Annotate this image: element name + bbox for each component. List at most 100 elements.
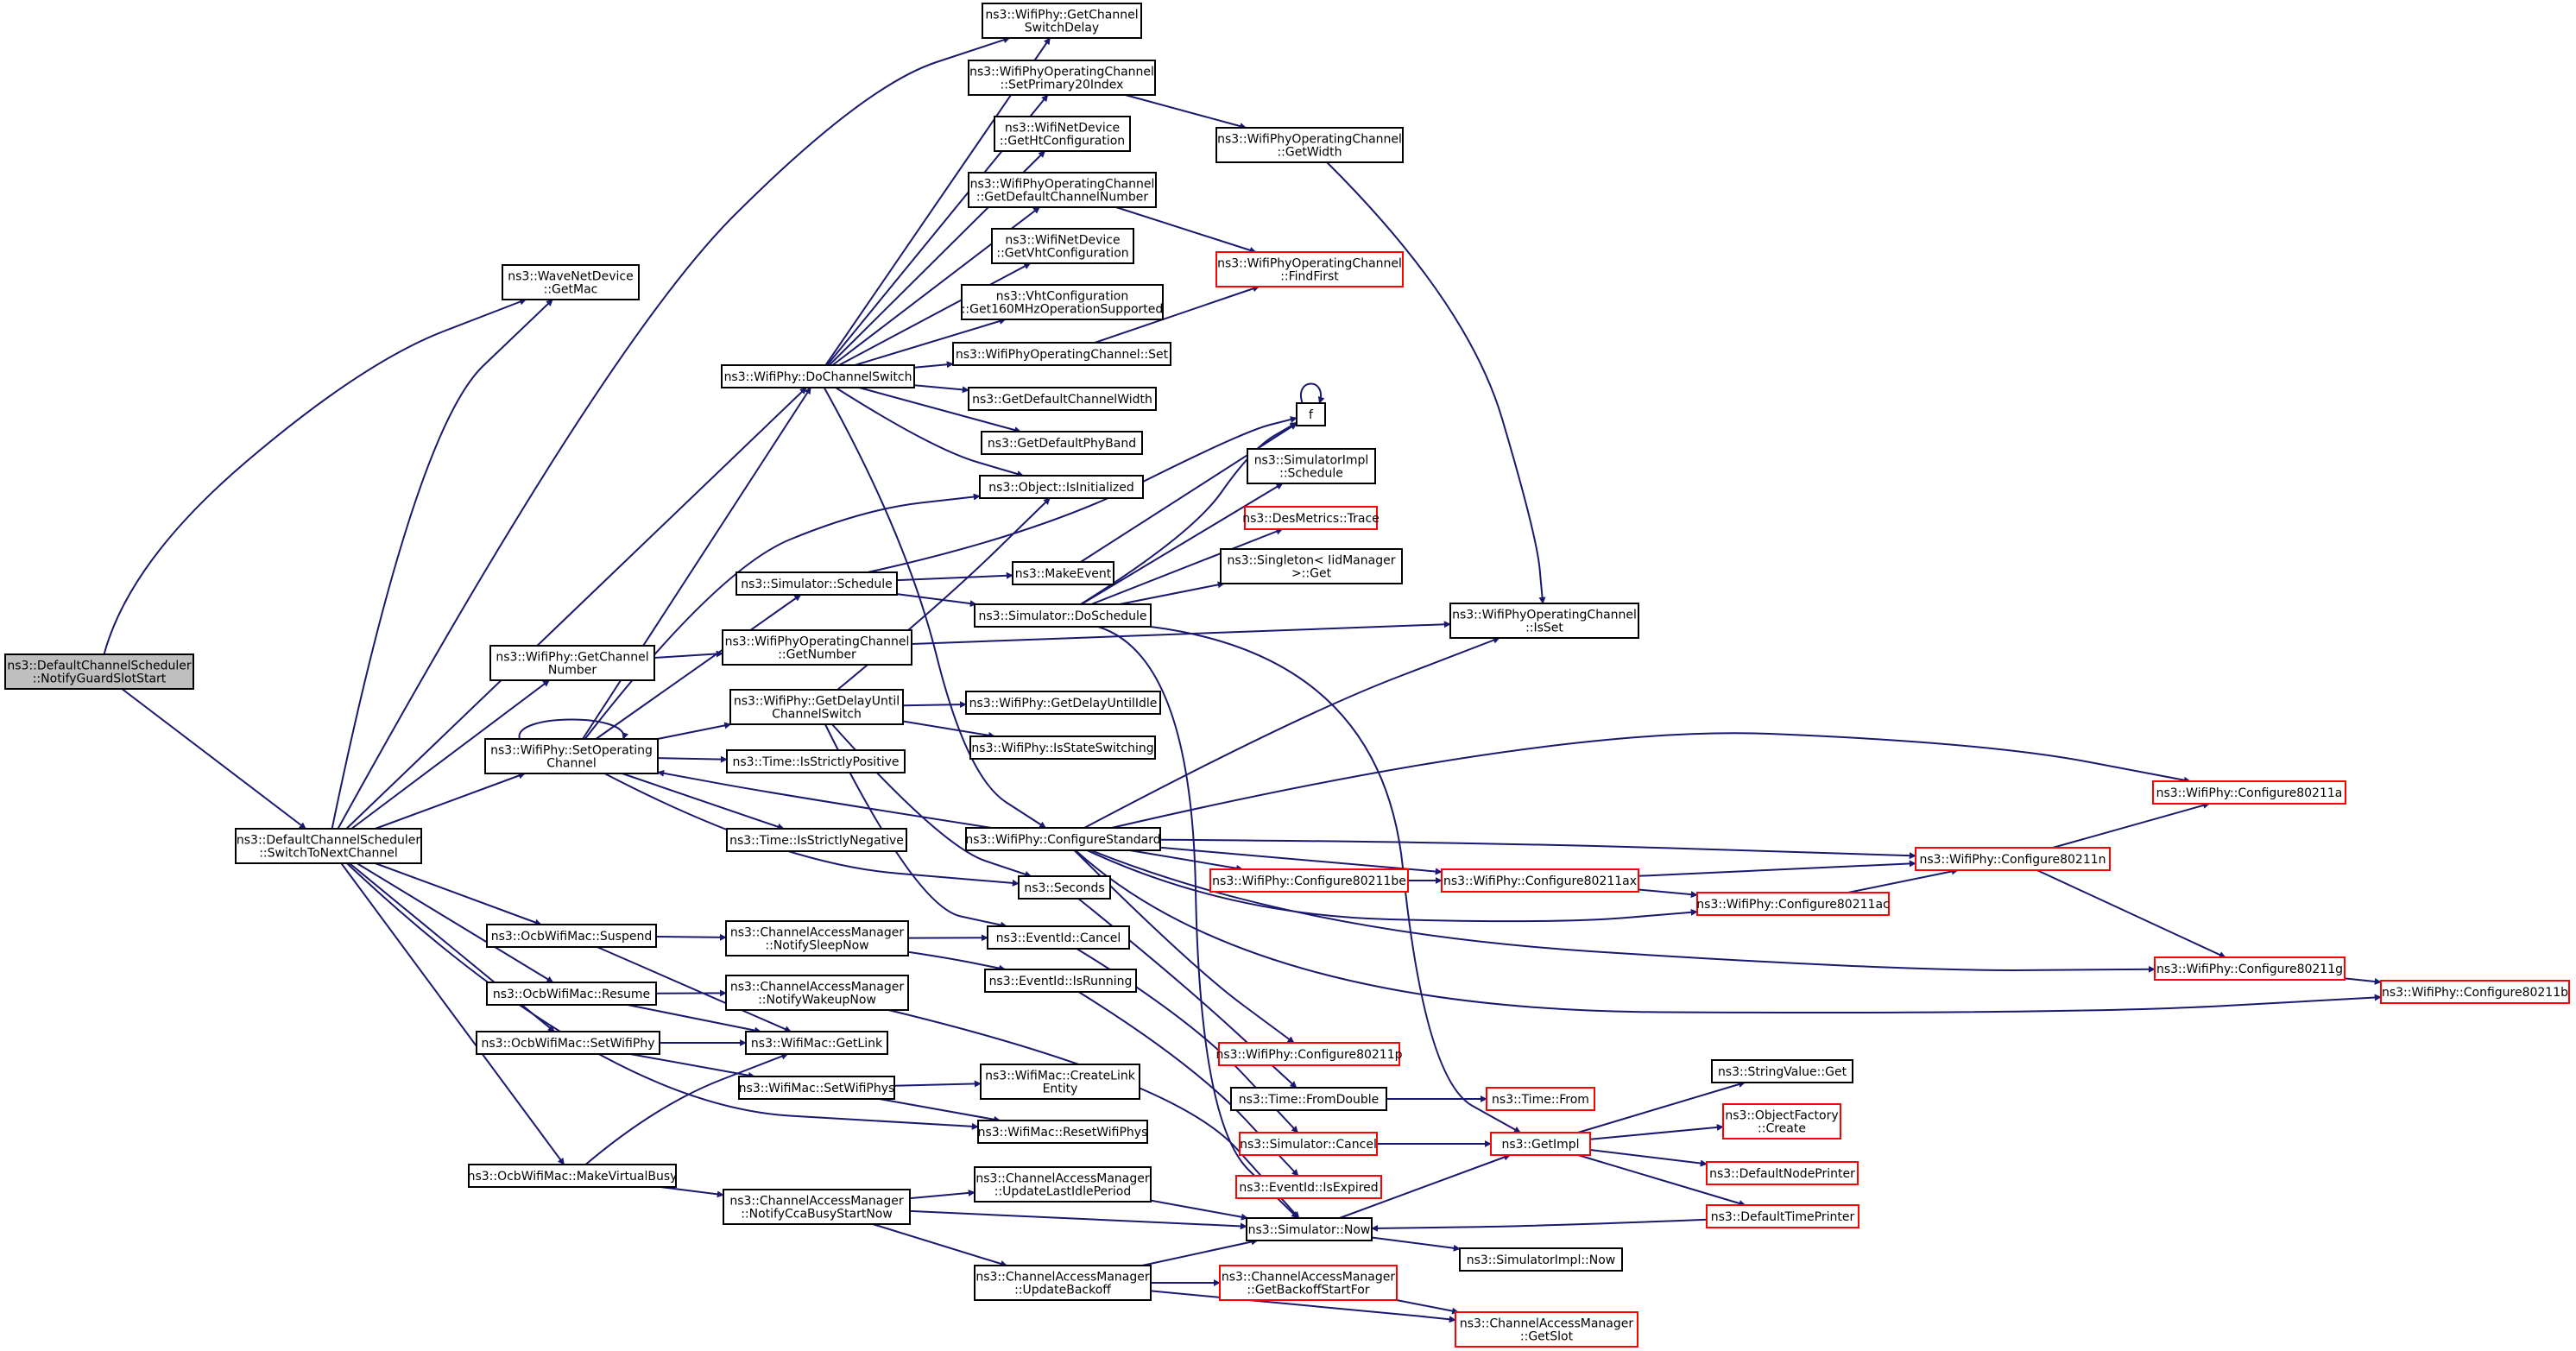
node-opgetnum[interactable]: ns3::WifiPhyOperatingChannel::GetNumber <box>722 629 912 666</box>
node-suspend[interactable]: ns3::OcbWifiMac::Suspend <box>486 924 657 948</box>
node-implsched[interactable]: ns3::SimulatorImpl::Schedule <box>1247 448 1376 484</box>
node-c11p[interactable]: ns3::WifiPhy::Configure80211p <box>1215 1042 1403 1066</box>
node-c11b[interactable]: ns3::WifiPhy::Configure80211b <box>2380 980 2570 1004</box>
node-getdefchw[interactable]: ns3::GetDefaultChannelWidth <box>968 387 1157 411</box>
node-simnow[interactable]: ns3::Simulator::Now <box>1246 1217 1373 1241</box>
node-label: Channel <box>546 757 596 771</box>
node-dochsw[interactable]: ns3::WifiPhy::DoChannelSwitch <box>721 364 915 388</box>
node-box <box>1706 1161 1859 1185</box>
node-box <box>991 228 1134 264</box>
node-setwifiphy[interactable]: ns3::OcbWifiMac::SetWifiPhy <box>476 1031 660 1055</box>
node-switch[interactable]: ns3::DefaultChannelScheduler::SwitchToNe… <box>235 828 422 864</box>
node-box <box>736 571 898 596</box>
node-c11g[interactable]: ns3::WifiPhy::Configure80211g <box>2154 956 2346 981</box>
node-isstatesw[interactable]: ns3::WifiPhy::IsStateSwitching <box>969 735 1156 760</box>
edge-getwidth-to-opisset <box>1326 161 1546 604</box>
node-evcancel[interactable]: ns3::EventId::Cancel <box>987 925 1130 950</box>
node-opset[interactable]: ns3::WifiPhyOperatingChannel::Set <box>952 342 1171 366</box>
node-label: ns3::EventId::IsExpired <box>1239 1181 1378 1195</box>
edge-dosched-to-f <box>1080 421 1297 605</box>
node-label: ::UpdateLastIdlePeriod <box>994 1185 1131 1199</box>
node-implnow[interactable]: ns3::SimulatorImpl::Now <box>1459 1247 1623 1272</box>
node-timefrom[interactable]: ns3::Time::From <box>1486 1087 1595 1111</box>
node-box <box>1247 448 1376 484</box>
node-opisset[interactable]: ns3::WifiPhyOperatingChannel::IsSet <box>1449 603 1639 639</box>
node-label: Number <box>548 664 597 678</box>
node-findfirst[interactable]: ns3::WifiPhyOperatingChannel::FindFirst <box>1215 251 1404 287</box>
node-getvhtconf[interactable]: ns3::WifiNetDevice::GetVhtConfiguration <box>991 228 1134 264</box>
node-evrunning[interactable]: ns3::EventId::IsRunning <box>984 969 1137 993</box>
edge-getdefchnum-to-findfirst <box>1115 206 1257 254</box>
node-evexpired[interactable]: ns3::EventId::IsExpired <box>1235 1175 1382 1199</box>
node-defnodeprinter[interactable]: ns3::DefaultNodePrinter <box>1706 1161 1859 1185</box>
node-label: ns3::Singleton< IidManager <box>1228 554 1396 568</box>
node-seconds[interactable]: ns3::Seconds <box>1018 875 1111 900</box>
node-isinit[interactable]: ns3::Object::IsInitialized <box>979 475 1144 499</box>
node-fromdouble[interactable]: ns3::Time::FromDouble <box>1230 1087 1387 1111</box>
node-label: ns3::GetDefaultPhyBand <box>988 437 1136 451</box>
node-simsched[interactable]: ns3::Simulator::Schedule <box>736 571 898 596</box>
node-box <box>1230 1087 1387 1111</box>
node-root[interactable]: ns3::DefaultChannelScheduler::NotifyGuar… <box>4 653 194 690</box>
node-mkvbusy[interactable]: ns3::OcbWifiMac::MakeVirtualBusy <box>468 1164 678 1188</box>
node-getmac[interactable]: ns3::WaveNetDevice::GetMac <box>502 264 640 300</box>
node-label: ns3::Simulator::Cancel <box>1240 1138 1377 1152</box>
node-label: ns3::MakeEvent <box>1015 567 1112 581</box>
node-makeevent[interactable]: ns3::MakeEvent <box>1012 561 1114 585</box>
node-box <box>486 924 657 948</box>
node-getdefchnum[interactable]: ns3::WifiPhyOperatingChannel::GetDefault… <box>968 172 1157 208</box>
node-dosched[interactable]: ns3::Simulator::DoSchedule <box>974 603 1152 628</box>
node-getbackoffstart[interactable]: ns3::ChannelAccessManager::GetBackoffSta… <box>1219 1265 1398 1301</box>
node-resetphys[interactable]: ns3::WifiMac::ResetWifiPhys <box>977 1120 1148 1144</box>
node-getdefband[interactable]: ns3::GetDefaultPhyBand <box>981 431 1143 455</box>
node-setwifiphys[interactable]: ns3::WifiMac::SetWifiPhys <box>738 1076 895 1100</box>
node-getslot[interactable]: ns3::ChannelAccessManager::GetSlot <box>1455 1311 1638 1348</box>
node-notcca[interactable]: ns3::ChannelAccessManager::NotifyCcaBusy… <box>723 1189 911 1225</box>
node-notwake[interactable]: ns3::ChannelAccessManager::NotifyWakeupN… <box>725 975 909 1011</box>
node-label: ns3::WifiPhy::Configure80211p <box>1215 1048 1402 1062</box>
node-f[interactable]: f <box>1296 402 1326 426</box>
node-deftimeprinter[interactable]: ns3::DefaultTimePrinter <box>1706 1204 1859 1228</box>
node-configstd[interactable]: ns3::WifiPhy::ConfigureStandard <box>965 827 1161 851</box>
node-label: ns3::Object::IsInitialized <box>988 481 1133 495</box>
node-label: ns3::ChannelAccessManager <box>1222 1271 1396 1285</box>
edge-simsched-to-makeevent <box>896 571 1013 582</box>
node-updidle[interactable]: ns3::ChannelAccessManager::UpdateLastIdl… <box>974 1166 1152 1203</box>
node-objfactory[interactable]: ns3::ObjectFactory::Create <box>1722 1103 1841 1140</box>
edge-configstd-to-c11g <box>1090 849 2156 973</box>
node-box <box>235 828 422 864</box>
node-c11ax[interactable]: ns3::WifiPhy::Configure80211ax <box>1441 868 1639 893</box>
node-getimpl[interactable]: ns3::GetImpl <box>1490 1132 1591 1156</box>
node-c11ac[interactable]: ns3::WifiPhy::Configure80211ac <box>1696 892 1890 916</box>
node-c11n[interactable]: ns3::WifiPhy::Configure80211n <box>1915 847 2111 871</box>
edge-setwifiphy-to-setwifiphys <box>629 1053 755 1079</box>
node-simcancel[interactable]: ns3::Simulator::Cancel <box>1239 1132 1378 1156</box>
edge-deftimeprinter-to-simnow <box>1371 1218 1708 1232</box>
node-c11be[interactable]: ns3::WifiPhy::Configure80211be <box>1209 868 1409 893</box>
node-box <box>984 969 1137 993</box>
node-c11a[interactable]: ns3::WifiPhy::Configure80211a <box>2152 780 2346 805</box>
node-gethtconf[interactable]: ns3::WifiNetDevice::GetHtConfiguration <box>994 116 1131 152</box>
node-getlink[interactable]: ns3::WifiMac::GetLink <box>745 1031 888 1055</box>
node-destrace[interactable]: ns3::DesMetrics::Trace <box>1242 506 1380 530</box>
node-resume[interactable]: ns3::OcbWifiMac::Resume <box>486 982 657 1006</box>
node-label: ns3::WifiPhyOperatingChannel <box>1217 257 1402 271</box>
node-label: ns3::GetDefaultChannelWidth <box>972 393 1152 407</box>
node-getwidth[interactable]: ns3::WifiPhyOperatingChannel::GetWidth <box>1215 127 1404 163</box>
node-getdelayidle[interactable]: ns3::WifiPhy::GetDelayUntilIdle <box>965 691 1161 715</box>
node-notsleep[interactable]: ns3::ChannelAccessManager::NotifySleepNo… <box>725 920 909 956</box>
node-box <box>1459 1247 1623 1272</box>
node-label: ns3::Simulator::Now <box>1248 1223 1371 1237</box>
node-setprim[interactable]: ns3::WifiPhyOperatingChannel::SetPrimary… <box>968 60 1156 96</box>
node-ispos[interactable]: ns3::Time::IsStrictlyPositive <box>726 749 906 773</box>
node-singleton[interactable]: ns3::Singleton< IidManager>::Get <box>1220 548 1403 584</box>
node-isneg[interactable]: ns3::Time::IsStrictlyNegative <box>726 828 907 852</box>
node-get160[interactable]: ns3::VhtConfiguration::Get160MHzOperatio… <box>961 284 1164 320</box>
node-strget[interactable]: ns3::StringValue::Get <box>1711 1059 1853 1083</box>
node-updbackoff[interactable]: ns3::ChannelAccessManager::UpdateBackoff <box>974 1265 1152 1301</box>
